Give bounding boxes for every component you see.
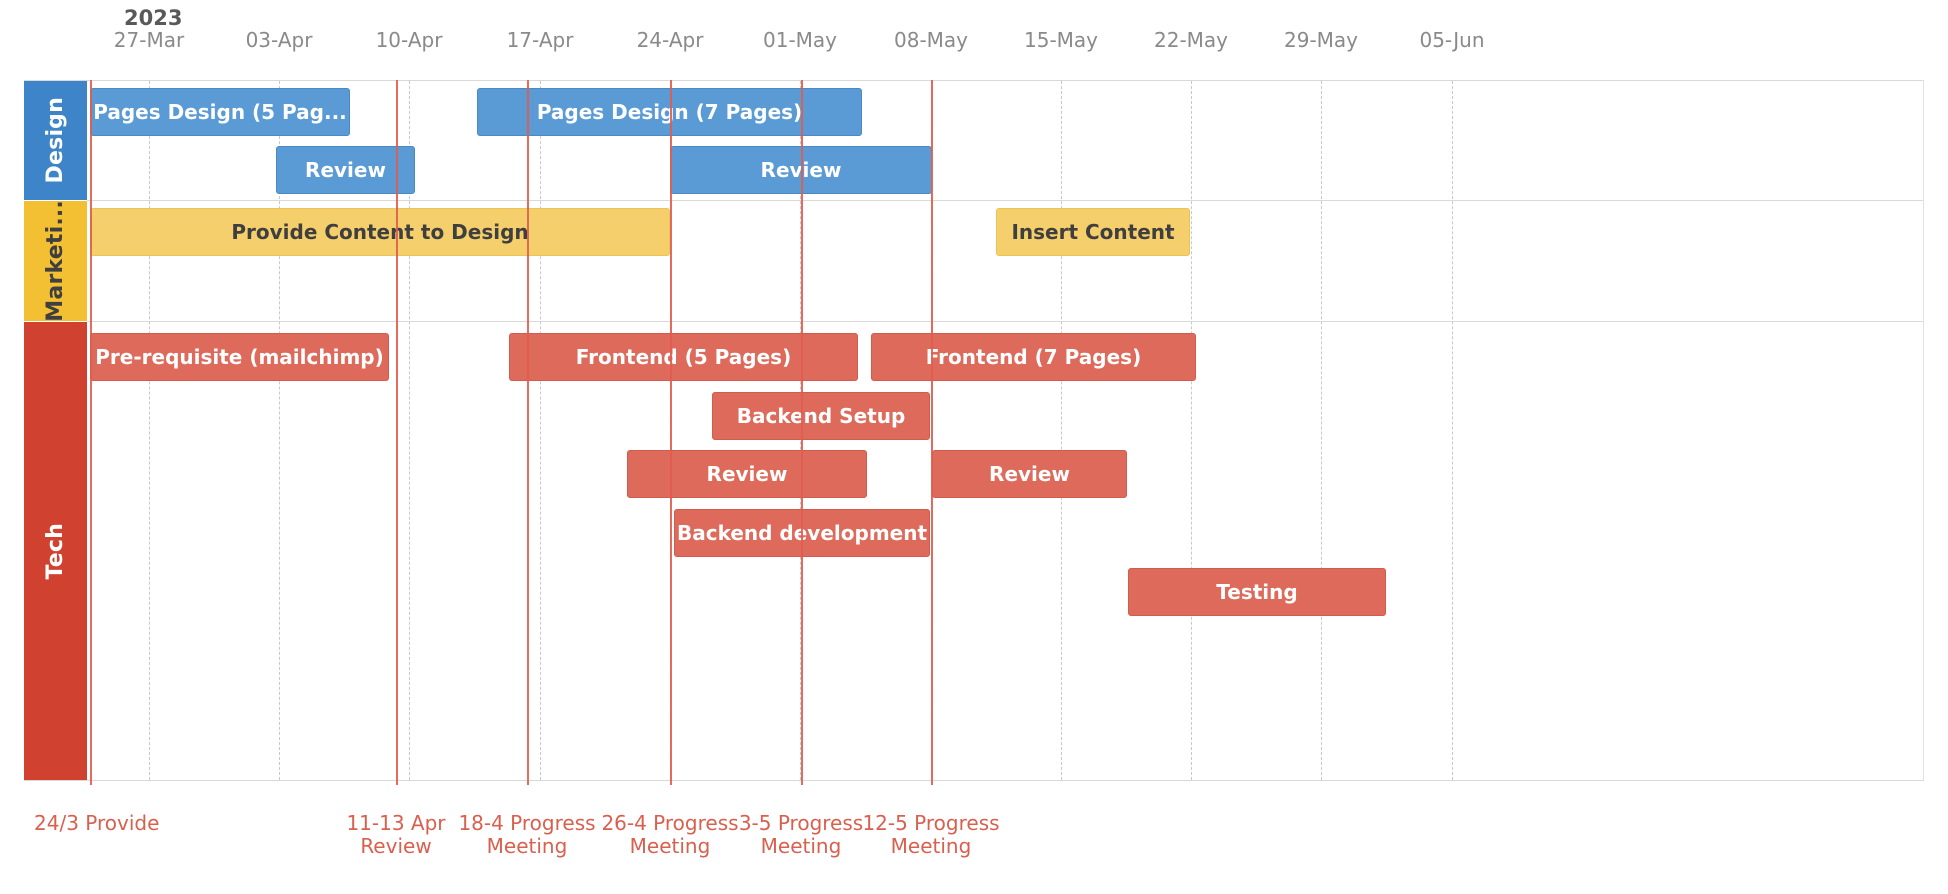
task-bar-label: Pages Design (5 Pag...: [93, 100, 347, 124]
task-bar[interactable]: Pages Design (7 Pages): [477, 88, 862, 136]
axis-tick-label: 27-Mar: [113, 28, 185, 52]
task-bar[interactable]: Frontend (7 Pages): [871, 333, 1196, 381]
lane-label-text: Marketi...: [43, 200, 68, 322]
milestone-label: 3-5 Progress Meeting: [738, 811, 864, 858]
task-bar[interactable]: Provide Content to Design: [90, 208, 670, 256]
task-bar-label: Pre-requisite (mailchimp): [95, 345, 384, 369]
year-label: 2023: [124, 6, 183, 30]
lane-label-marketing[interactable]: Marketi...: [24, 200, 87, 322]
lane-label-tech[interactable]: Tech: [24, 322, 87, 781]
task-bar[interactable]: Insert Content: [996, 208, 1190, 256]
axis-tick-label: 05-Jun: [1419, 28, 1485, 52]
gridline: [149, 81, 150, 780]
milestone-line: [931, 80, 933, 785]
lane-label-design[interactable]: Design: [24, 81, 87, 200]
task-bar-label: Insert Content: [1011, 220, 1175, 244]
gridline: [1321, 81, 1322, 780]
task-bar[interactable]: Pre-requisite (mailchimp): [90, 333, 389, 381]
task-bar[interactable]: Review: [627, 450, 867, 498]
milestone-line: [670, 80, 672, 785]
gridline: [409, 81, 410, 780]
milestone-line: [801, 80, 803, 785]
gridline: [1452, 81, 1453, 780]
task-bar-label: Backend Setup: [736, 404, 906, 428]
axis-tick-label: 24-Apr: [636, 28, 704, 52]
milestone-label: 26-4 Progress Meeting: [601, 811, 739, 858]
axis-tick-label: 22-May: [1153, 28, 1229, 52]
lane-divider: [87, 321, 1923, 322]
milestone-line: [396, 80, 398, 785]
lane-label-text: Design: [43, 97, 68, 184]
gridline: [540, 81, 541, 780]
milestone-label: 12-5 Progress Meeting: [862, 811, 1000, 858]
task-bar-label: Review: [706, 462, 788, 486]
task-bar[interactable]: Frontend (5 Pages): [509, 333, 858, 381]
milestone-label: 11-13 Apr Review: [346, 811, 446, 858]
axis-tick-label: 03-Apr: [245, 28, 313, 52]
task-bar-label: Pages Design (7 Pages): [536, 100, 803, 124]
task-bar-label: Provide Content to Design: [231, 220, 529, 244]
task-bar[interactable]: Review: [276, 146, 415, 194]
axis-tick-label: 29-May: [1283, 28, 1359, 52]
task-bar[interactable]: Testing: [1128, 568, 1386, 616]
axis-tick-label: 17-Apr: [506, 28, 574, 52]
gantt-plot-area: Design Pages Design (5 Pag... Review Pag…: [24, 80, 1924, 781]
axis-tick-label: 08-May: [893, 28, 969, 52]
task-bar[interactable]: Pages Design (5 Pag...: [90, 88, 350, 136]
axis-tick-label: 01-May: [762, 28, 838, 52]
lane-label-text: Tech: [43, 523, 68, 580]
gridline: [1191, 81, 1192, 780]
milestone-line: [90, 80, 92, 785]
task-bar-label: Frontend (7 Pages): [925, 345, 1142, 369]
gridline: [1061, 81, 1062, 780]
gridline: [279, 81, 280, 780]
milestone-line: [527, 80, 529, 785]
milestone-label: 24/3 Provide: [34, 811, 160, 835]
task-bar-label: Testing: [1216, 580, 1298, 604]
axis-bottom-line: [24, 780, 1924, 781]
task-bar[interactable]: Review: [932, 450, 1127, 498]
timeline-header: 2023 27-Mar 03-Apr 10-Apr 17-Apr 24-Apr …: [0, 0, 1948, 78]
axis-tick-label: 15-May: [1023, 28, 1099, 52]
axis-tick-label: 10-Apr: [375, 28, 443, 52]
task-bar-label: Review: [989, 462, 1070, 486]
task-bar-label: Review: [305, 158, 386, 182]
milestone-label: 18-4 Progress Meeting: [458, 811, 596, 858]
lane-divider: [87, 200, 1923, 201]
task-bar-label: Frontend (5 Pages): [575, 345, 792, 369]
task-bar[interactable]: Backend Setup: [712, 392, 930, 440]
